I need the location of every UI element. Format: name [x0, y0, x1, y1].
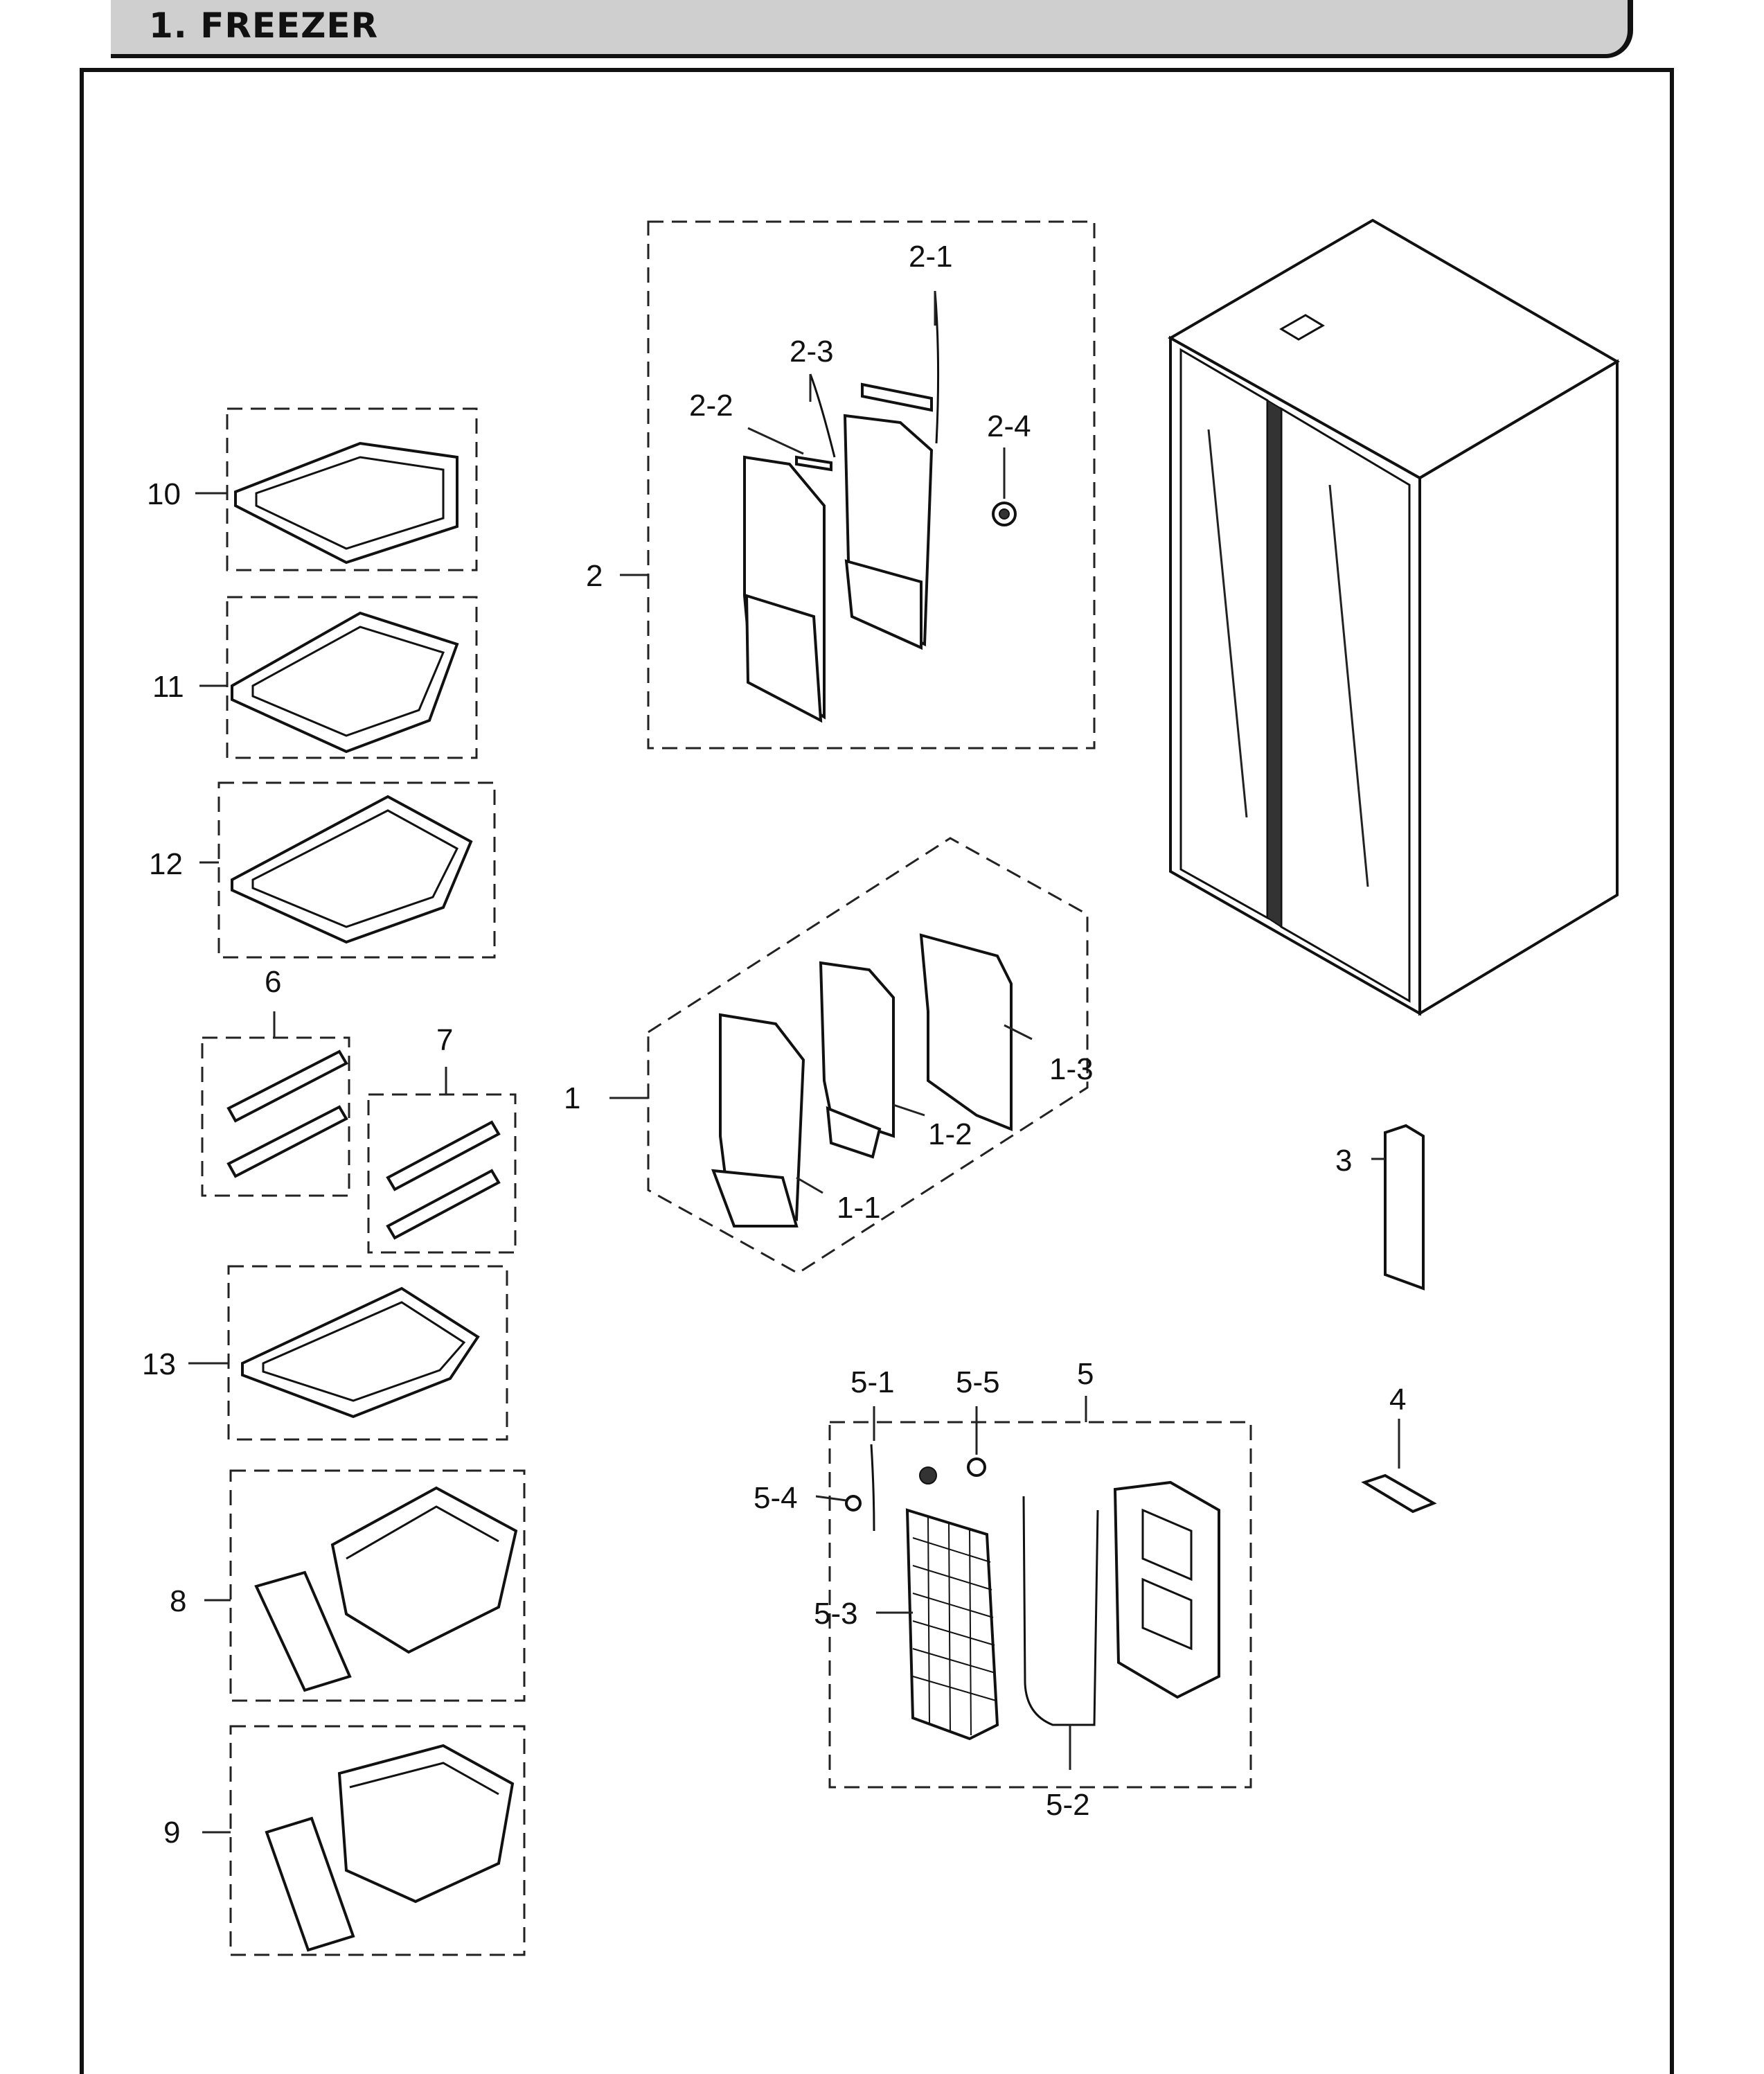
label-2-4: 2-4	[987, 409, 1031, 443]
label-2-2: 2-2	[689, 389, 733, 423]
part-11-shelf: 11	[152, 596, 478, 759]
label-5-3: 5-3	[814, 1597, 858, 1631]
part-5-evaporator-assembly: 5 5-1 5-5 5-4 5-3 5-2	[754, 1357, 1252, 1822]
label-2-3: 2-3	[790, 335, 834, 369]
label-1-1: 1-1	[837, 1191, 881, 1225]
refrigerator-cabinet	[1167, 218, 1620, 1016]
label-7: 7	[436, 1023, 453, 1057]
part-2-assembly: 2 2-1 2-3 2-2 2-4	[586, 220, 1096, 750]
part-9-bin: 9	[163, 1725, 526, 1956]
label-5: 5	[1077, 1357, 1094, 1391]
label-5-4: 5-4	[754, 1481, 798, 1515]
label-1-2: 1-2	[928, 1117, 972, 1151]
label-3: 3	[1335, 1144, 1352, 1178]
label-6: 6	[265, 965, 281, 999]
page-title: 1. FREEZER	[149, 6, 379, 46]
part-10-shelf: 10	[147, 407, 478, 571]
label-12: 12	[149, 847, 183, 881]
part-4-bracket: 4	[1361, 1383, 1437, 1514]
label-1: 1	[564, 1081, 580, 1115]
label-9: 9	[163, 1816, 180, 1850]
part-7-rails: 7	[367, 1023, 517, 1254]
part-6-rails: 6	[201, 965, 350, 1197]
diagram-frame	[80, 68, 1674, 2074]
label-10: 10	[147, 477, 181, 511]
label-8: 8	[170, 1584, 186, 1618]
part-3-cover: 3	[1335, 1124, 1425, 1291]
label-1-3: 1-3	[1049, 1052, 1094, 1086]
label-2: 2	[586, 559, 603, 593]
part-8-bin: 8	[170, 1469, 526, 1702]
label-5-1: 5-1	[850, 1365, 895, 1399]
label-5-2: 5-2	[1046, 1788, 1090, 1822]
label-13: 13	[142, 1347, 176, 1381]
label-11: 11	[152, 670, 184, 704]
part-1-assembly: 1 1-1 1-2 1-3	[564, 837, 1094, 1275]
label-4: 4	[1389, 1383, 1406, 1417]
part-12-shelf: 12	[149, 781, 496, 959]
header-band	[111, 0, 1633, 58]
part-13-shelf: 13	[142, 1265, 508, 1441]
label-2-1: 2-1	[909, 240, 953, 274]
label-5-5: 5-5	[956, 1365, 1000, 1399]
